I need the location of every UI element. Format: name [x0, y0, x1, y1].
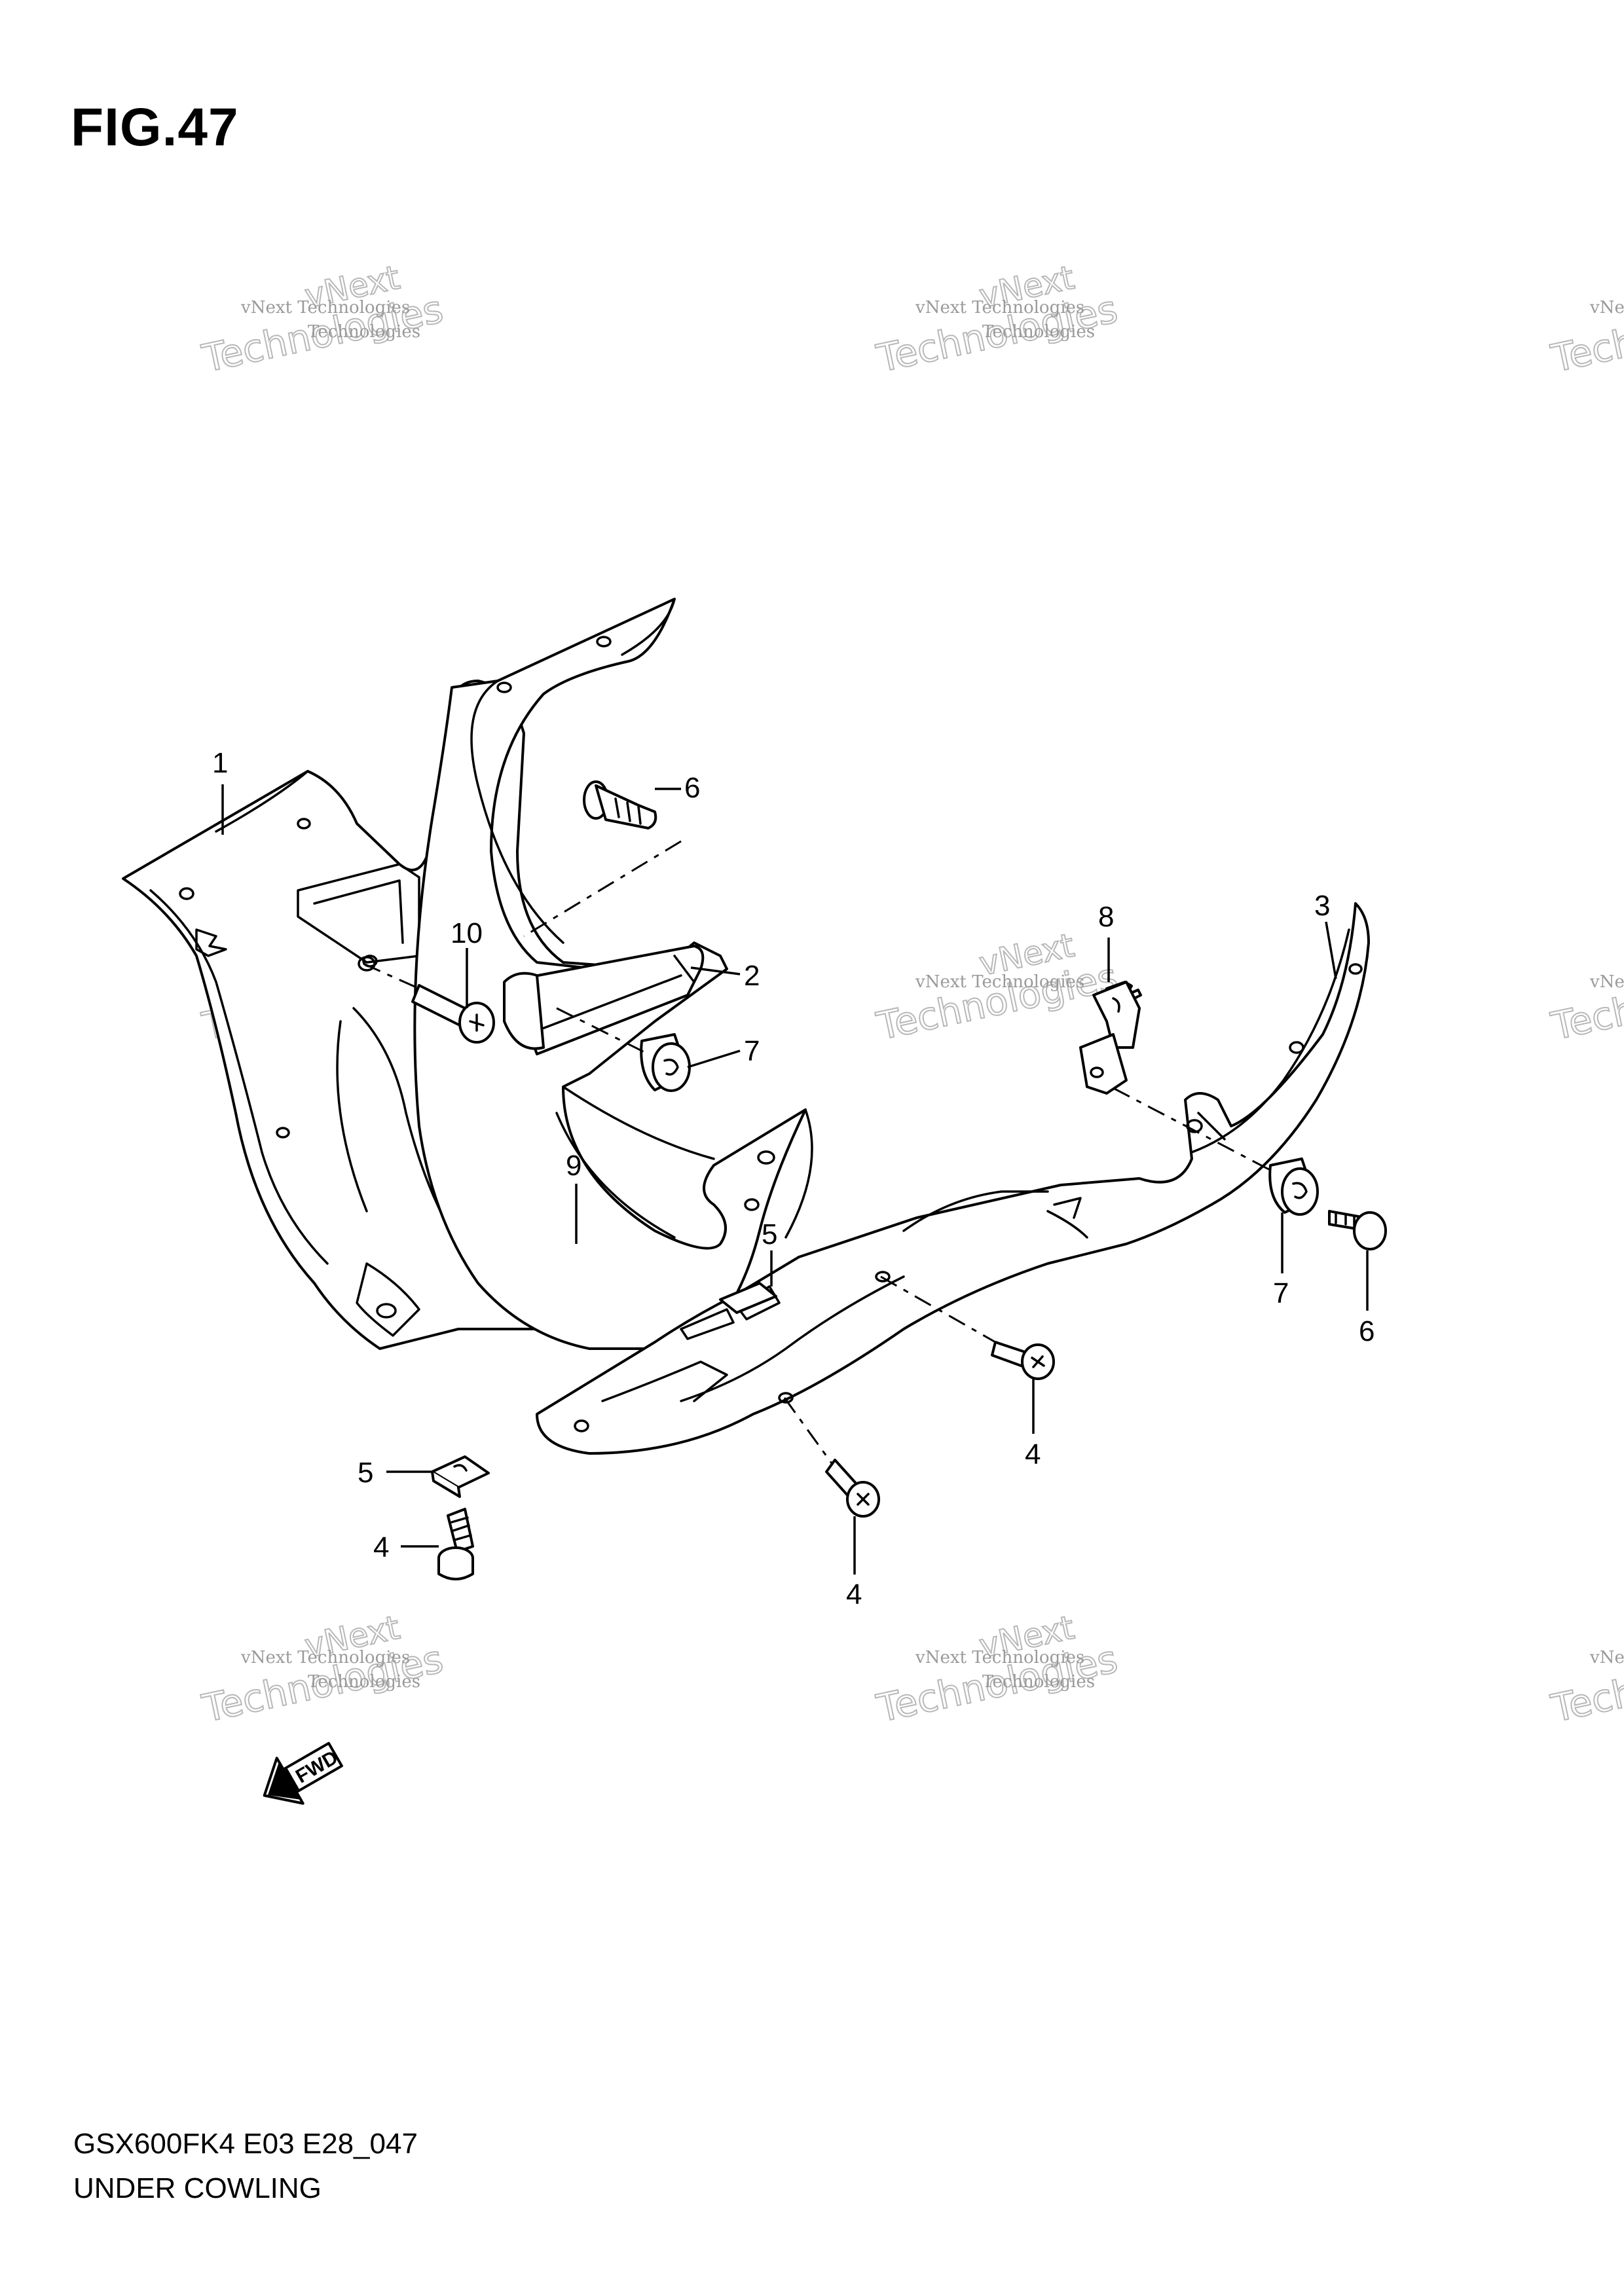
- callout-10: 10: [451, 917, 483, 949]
- callout-5-loose: 5: [358, 1457, 373, 1489]
- part-6-bolt-top: [583, 780, 657, 829]
- fwd-arrow-icon: FWD: [263, 1741, 343, 1805]
- svg-text:Technologies: Technologies: [308, 1672, 420, 1692]
- svg-text:Technologies: Technologies: [982, 1672, 1095, 1692]
- callout-4-standalone: 4: [373, 1531, 389, 1563]
- svg-text:vNext Technologies: vNext Technologies: [915, 298, 1084, 318]
- watermark-top-center: Technologies vNext vNext Technologies Te…: [872, 258, 1122, 382]
- part-2-cushion: [503, 945, 705, 1055]
- callout-4-lower: 4: [846, 1578, 862, 1611]
- svg-text:vNext Technologies: vNext Technologies: [1589, 972, 1624, 992]
- callout-9: 9: [566, 1150, 581, 1182]
- svg-text:Technologies: Technologies: [1547, 955, 1624, 1049]
- part-4-screw-center: [991, 1341, 1055, 1380]
- part-4-bolt-standalone: [437, 1508, 474, 1580]
- part-8-bracket: [1079, 981, 1142, 1095]
- callout-1: 1: [212, 747, 228, 779]
- figure-title: FIG.47: [71, 98, 239, 157]
- watermark-low-center: Technologies vNext vNext Technologies Te…: [872, 1608, 1122, 1732]
- part-5-clip-nut-loose: [431, 1455, 490, 1498]
- callout-6-top: 6: [684, 772, 700, 804]
- callout-2: 2: [744, 960, 760, 992]
- watermark-top-right: Technologies vNext Technologies: [1547, 286, 1624, 382]
- part-4-screw-lower: [825, 1459, 880, 1518]
- callout-7-right: 7: [1273, 1277, 1289, 1309]
- part-7-grommet-left: [640, 1033, 691, 1092]
- part-7-grommet-right: [1268, 1157, 1319, 1216]
- svg-text:vNext Technologies: vNext Technologies: [915, 972, 1084, 992]
- svg-text:Technologies: Technologies: [982, 322, 1095, 342]
- watermark-mid-right: Technologies vNext Technologies: [1547, 954, 1624, 1049]
- watermark-mid-center: Technologies vNext vNext Technologies: [872, 926, 1122, 1049]
- watermark-low-left: Technologies vNext vNext Technologies Te…: [198, 1608, 448, 1732]
- part-6-bolt-right: [1328, 1210, 1387, 1250]
- callout-3: 3: [1314, 890, 1330, 922]
- part-10-screw: [358, 956, 495, 1044]
- svg-text:Technologies: Technologies: [308, 322, 420, 342]
- callout-5-installed: 5: [762, 1218, 777, 1250]
- callout-6-right: 6: [1359, 1315, 1375, 1347]
- callout-numbers: 1 2 3 4 4 4 5 5 6 6 7 7 8 9 10: [212, 747, 1375, 1611]
- diagram-name: UNDER COWLING: [73, 2172, 322, 2204]
- watermark-top-left: Technologies vNext vNext Technologies Te…: [198, 258, 448, 382]
- leader-lines: [221, 784, 1369, 1575]
- watermark-low-right: Technologies vNext Technologies: [1547, 1636, 1624, 1732]
- callout-8: 8: [1098, 901, 1114, 933]
- part-5-clip-nut-installed: [719, 1282, 777, 1314]
- svg-text:vNext Technologies: vNext Technologies: [915, 1648, 1084, 1667]
- assembly-lines: [363, 840, 1274, 1464]
- svg-text:vNext Technologies: vNext Technologies: [1589, 298, 1624, 318]
- svg-text:vNext Technologies: vNext Technologies: [240, 298, 410, 318]
- svg-text:vNext Technologies: vNext Technologies: [240, 1648, 410, 1667]
- svg-text:vNext Technologies: vNext Technologies: [1589, 1648, 1624, 1667]
- callout-7-left: 7: [744, 1035, 760, 1067]
- callout-4-center: 4: [1025, 1438, 1041, 1470]
- model-code: GSX600FK4 E03 E28_047: [73, 2128, 418, 2160]
